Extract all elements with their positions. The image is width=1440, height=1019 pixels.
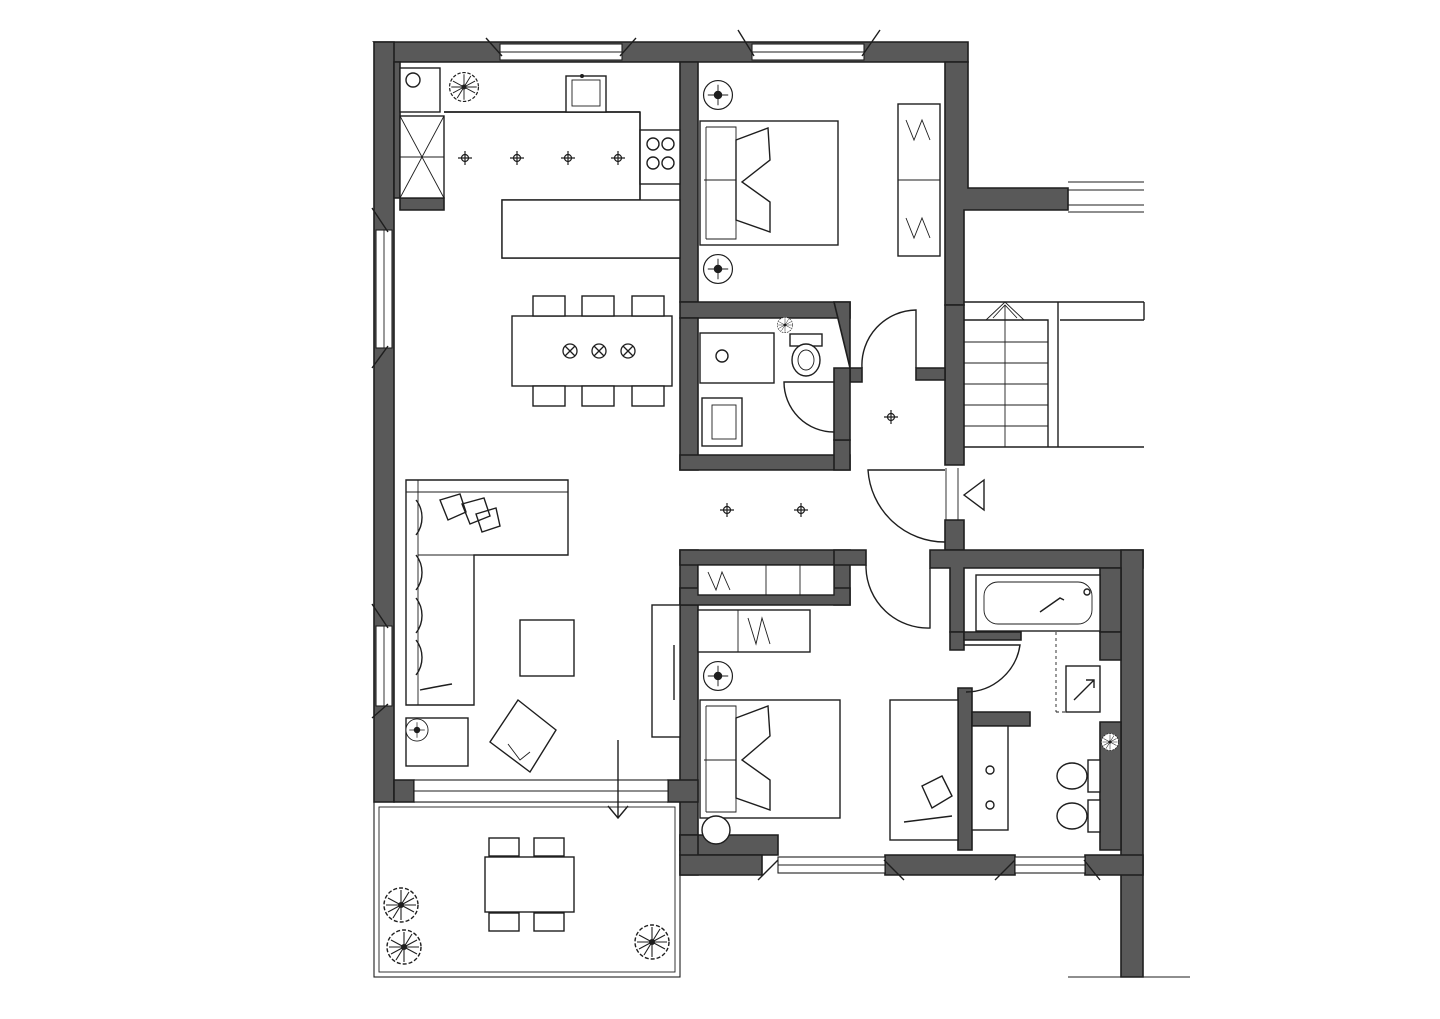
armchair-icon (489, 698, 557, 774)
ceiling-light-icon (620, 343, 636, 359)
staircase (964, 181, 1145, 448)
lamp-icon (702, 660, 734, 692)
plant-icon (777, 317, 793, 333)
ceiling-light-icon (457, 150, 473, 166)
ceiling-light-icon (509, 150, 525, 166)
sofa-icon (405, 479, 569, 706)
coffee-table (519, 619, 575, 677)
shower-icon (1065, 665, 1101, 713)
ceiling-light-icon (793, 502, 809, 518)
bed-icon (699, 699, 841, 819)
bed-icon (699, 120, 839, 246)
kitchen (399, 67, 681, 259)
bathroom (971, 574, 1119, 833)
bathtub-icon (975, 574, 1101, 632)
ceiling-light-icon (591, 343, 607, 359)
plant-icon (634, 924, 670, 960)
stove-icon (639, 129, 681, 185)
ceiling-light-icon (719, 502, 735, 518)
entrance-arrow-icon (962, 478, 985, 512)
ceiling-light-icon (883, 409, 899, 425)
wardrobe-icon (697, 564, 835, 653)
dining-table-icon (484, 837, 575, 932)
wc (699, 317, 823, 447)
bed-icon (889, 699, 959, 841)
ceiling-light-icon (562, 343, 578, 359)
sliding-door-arrow (607, 740, 629, 820)
plant-icon (383, 887, 419, 923)
lamp-icon (702, 253, 734, 285)
balcony (373, 801, 681, 978)
plant-icon (386, 929, 422, 965)
windows (371, 29, 1101, 881)
wardrobe-icon (897, 103, 941, 257)
toilet-icon (1056, 759, 1101, 833)
ceiling-light-icon (560, 150, 576, 166)
dining-table-icon (511, 295, 673, 407)
plant-icon (448, 71, 480, 103)
plant-icon (1101, 733, 1119, 751)
lamp-icon (405, 718, 429, 742)
doors (783, 309, 1021, 693)
lamp-icon (702, 79, 734, 111)
ceiling-light-icon (610, 150, 626, 166)
toilet-icon (789, 333, 823, 377)
tv-cabinet (651, 604, 681, 738)
